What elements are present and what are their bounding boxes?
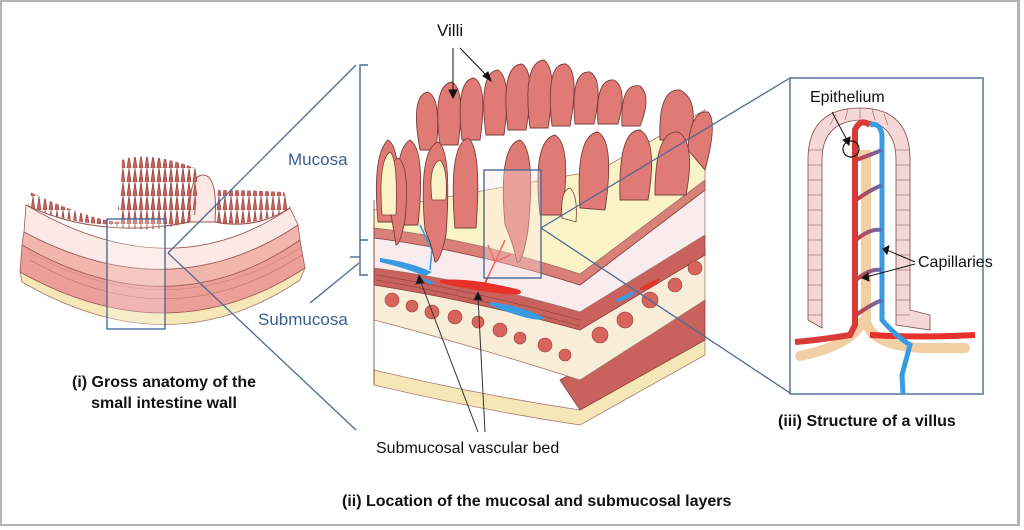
mucosa-label: Mucosa [288,150,348,169]
epithelium-arrow [831,111,851,146]
capillaries-arrows [861,245,916,282]
mucosa-submucosa-block [373,59,713,426]
villus-structure-illustration [789,77,984,395]
vascular-bed-arrows [415,273,486,433]
caption-panel-ii: (ii) Location of the mucosal and submuco… [342,493,732,510]
focus-box-gross [106,218,166,330]
focus-box-villus [483,169,542,279]
gross-anatomy-illustration [19,156,306,330]
caption-panel-iii: (iii) Structure of a villus [778,413,956,430]
epithelium-label: Epithelium [810,89,885,106]
caption-panel-i-line1: (i) Gross anatomy of the [71,374,257,391]
caption-panel-i-line2: small intestine wall [91,395,237,412]
callout-lines-ii-to-iii [540,77,791,394]
submucosa-label: Submucosa [258,310,348,329]
callout-lines-i-to-ii [167,64,357,431]
capillaries-label: Capillaries [918,254,993,271]
submucosal-vascular-bed-label: Submucosal vascular bed [376,440,560,457]
caption-panel-i: (i) Gross anatomy of the small intestine… [24,372,304,414]
villi-label: Villi [437,21,464,40]
layer-brackets [309,64,368,304]
villi-arrows [448,47,492,100]
